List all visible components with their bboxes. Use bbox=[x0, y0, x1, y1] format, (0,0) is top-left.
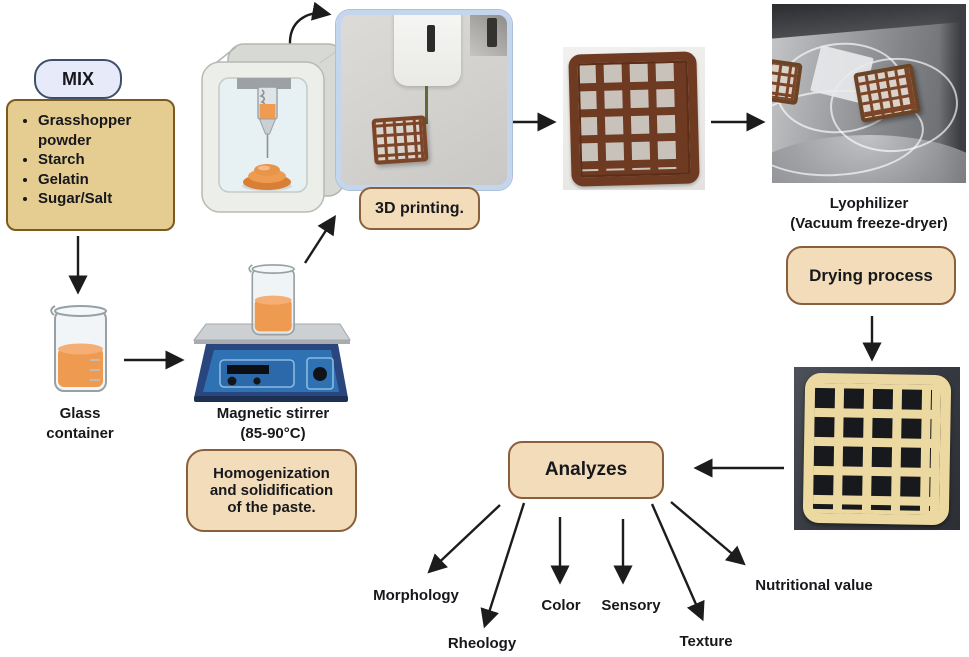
mix-badge: MIX bbox=[34, 59, 122, 99]
ingredient-item: Starch bbox=[38, 150, 165, 170]
analyzes-box: Analyzes bbox=[508, 441, 664, 499]
magnetic-stirrer-label: Magnetic stirrer (85-90°C) bbox=[216, 405, 330, 442]
analysis-morphology: Morphology bbox=[373, 587, 459, 604]
chamber-base bbox=[772, 134, 966, 183]
printing-label: 3D printing. bbox=[375, 199, 464, 217]
arrow-to-nutritional bbox=[670, 501, 746, 566]
ingredient-item: Sugar/Salt bbox=[38, 189, 165, 209]
extruder-in-photo bbox=[394, 15, 461, 87]
chamber-lid bbox=[772, 4, 966, 41]
homogenization-box: Homogenization and solidification of the… bbox=[186, 449, 357, 532]
printed-waffle-photo bbox=[563, 47, 705, 190]
printer-part-in-photo bbox=[487, 18, 498, 48]
printed-waffle bbox=[568, 50, 700, 187]
arrow-stirrer-to-printer bbox=[303, 214, 336, 264]
analysis-rheology: Rheology bbox=[447, 635, 517, 652]
analysis-sensory: Sensory bbox=[601, 597, 661, 614]
analyzes-label: Analyzes bbox=[544, 459, 628, 480]
glass-container-illustration bbox=[50, 305, 107, 392]
homogenization-label: Homogenization and solidification of the… bbox=[209, 465, 334, 516]
analysis-texture: Texture bbox=[679, 633, 733, 650]
dried-waffle-photo bbox=[794, 367, 960, 530]
mix-label: MIX bbox=[61, 68, 94, 89]
analysis-color: Color bbox=[541, 597, 581, 614]
glass-container-label: Glass container bbox=[46, 405, 114, 442]
drying-box: Drying process bbox=[786, 246, 956, 305]
arrow-to-rheology bbox=[480, 502, 526, 629]
ingredients-box: Grasshopper powder Starch Gelatin Sugar/… bbox=[6, 99, 175, 231]
printing-box: 3D printing. bbox=[359, 187, 480, 230]
nozzle-in-photo bbox=[424, 86, 428, 124]
lyophilizer-label: Lyophilizer (Vacuum freeze-dryer) bbox=[790, 195, 948, 232]
printer-illustration bbox=[201, 43, 345, 213]
arrow-to-texture bbox=[650, 503, 705, 622]
analysis-nutritional-value: Nutritional value bbox=[755, 577, 873, 594]
ingredient-item: Gelatin bbox=[38, 170, 165, 190]
ingredients-list: Grasshopper powder Starch Gelatin Sugar/… bbox=[14, 111, 165, 209]
arrow-to-morphology bbox=[427, 504, 501, 574]
magnetic-stirrer-illustration bbox=[193, 264, 351, 402]
ingredient-item: Grasshopper powder bbox=[38, 111, 165, 150]
lyophilizer-photo bbox=[772, 4, 966, 183]
dried-waffle bbox=[802, 372, 952, 525]
printing-photo bbox=[336, 10, 512, 190]
waffle-being-printed bbox=[370, 115, 429, 165]
arrow-printer-to-inset bbox=[288, 1, 332, 46]
extruder-slot bbox=[427, 25, 435, 53]
drying-label: Drying process bbox=[809, 265, 933, 285]
